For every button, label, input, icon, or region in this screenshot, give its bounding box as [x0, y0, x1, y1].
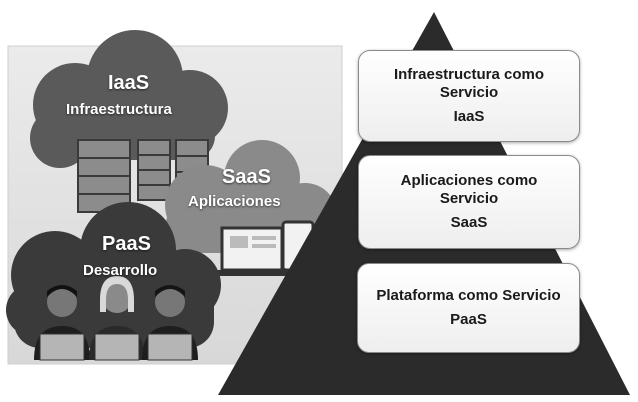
- layer-iaas-line1: Infraestructura como: [393, 66, 545, 83]
- saas-subtitle: Aplicaciones: [188, 193, 281, 210]
- developers-icon: [34, 276, 198, 361]
- paas-subtitle: Desarrollo: [83, 262, 158, 279]
- pyramid-layer-iaas: Infraestructura como Servicio IaaS: [358, 50, 580, 142]
- layer-paas-acronym: PaaS: [450, 311, 487, 328]
- layer-saas-line1: Aplicaciones como: [400, 172, 538, 189]
- paas-title: PaaS: [102, 233, 151, 255]
- layer-saas-acronym: SaaS: [450, 214, 488, 231]
- layer-saas-line2: Servicio: [439, 190, 499, 207]
- layer-paas-line1: Plataforma como Servicio: [376, 287, 561, 304]
- developer-1: [34, 285, 90, 361]
- iaas-subtitle: Infraestructura: [66, 101, 172, 118]
- layer-iaas-acronym: IaaS: [453, 108, 485, 125]
- iaas-title: IaaS: [108, 72, 150, 94]
- layer-iaas-line2: Servicio: [439, 84, 499, 101]
- pyramid-layer-saas: Aplicaciones como Servicio SaaS: [358, 155, 580, 249]
- developer-2: [89, 276, 145, 361]
- saas-title: SaaS: [222, 166, 271, 188]
- iaas-cloud: [30, 30, 228, 168]
- cloud-services-illustration: [6, 30, 343, 365]
- pyramid-layer-paas: Plataforma como Servicio PaaS: [357, 263, 580, 353]
- developer-3: [142, 285, 198, 361]
